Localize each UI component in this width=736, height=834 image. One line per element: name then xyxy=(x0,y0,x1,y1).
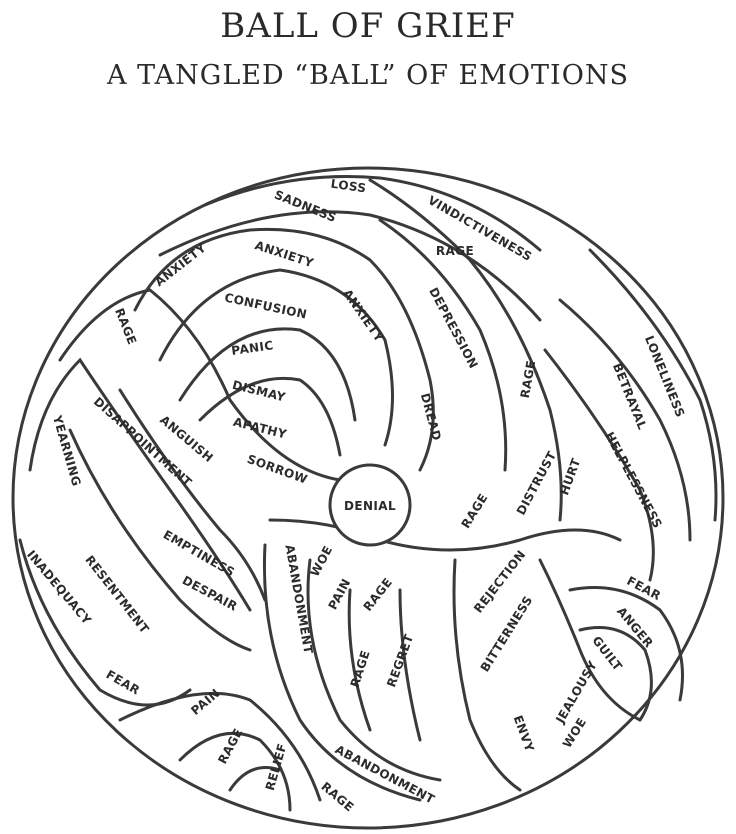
emotion-label: PANIC xyxy=(231,338,275,358)
center-circle xyxy=(328,463,412,547)
emotion-label: RAGE xyxy=(518,359,538,399)
strand-lines xyxy=(18,175,718,812)
emotion-label: LOSS xyxy=(330,177,367,196)
emotion-label: RAGE xyxy=(436,244,474,258)
diagram-subtitle: A TANGLED “BALL” OF EMOTIONS xyxy=(107,60,629,91)
diagram-title: BALL OF GRIEF xyxy=(220,6,516,46)
center-label: DENIAL xyxy=(344,499,396,513)
